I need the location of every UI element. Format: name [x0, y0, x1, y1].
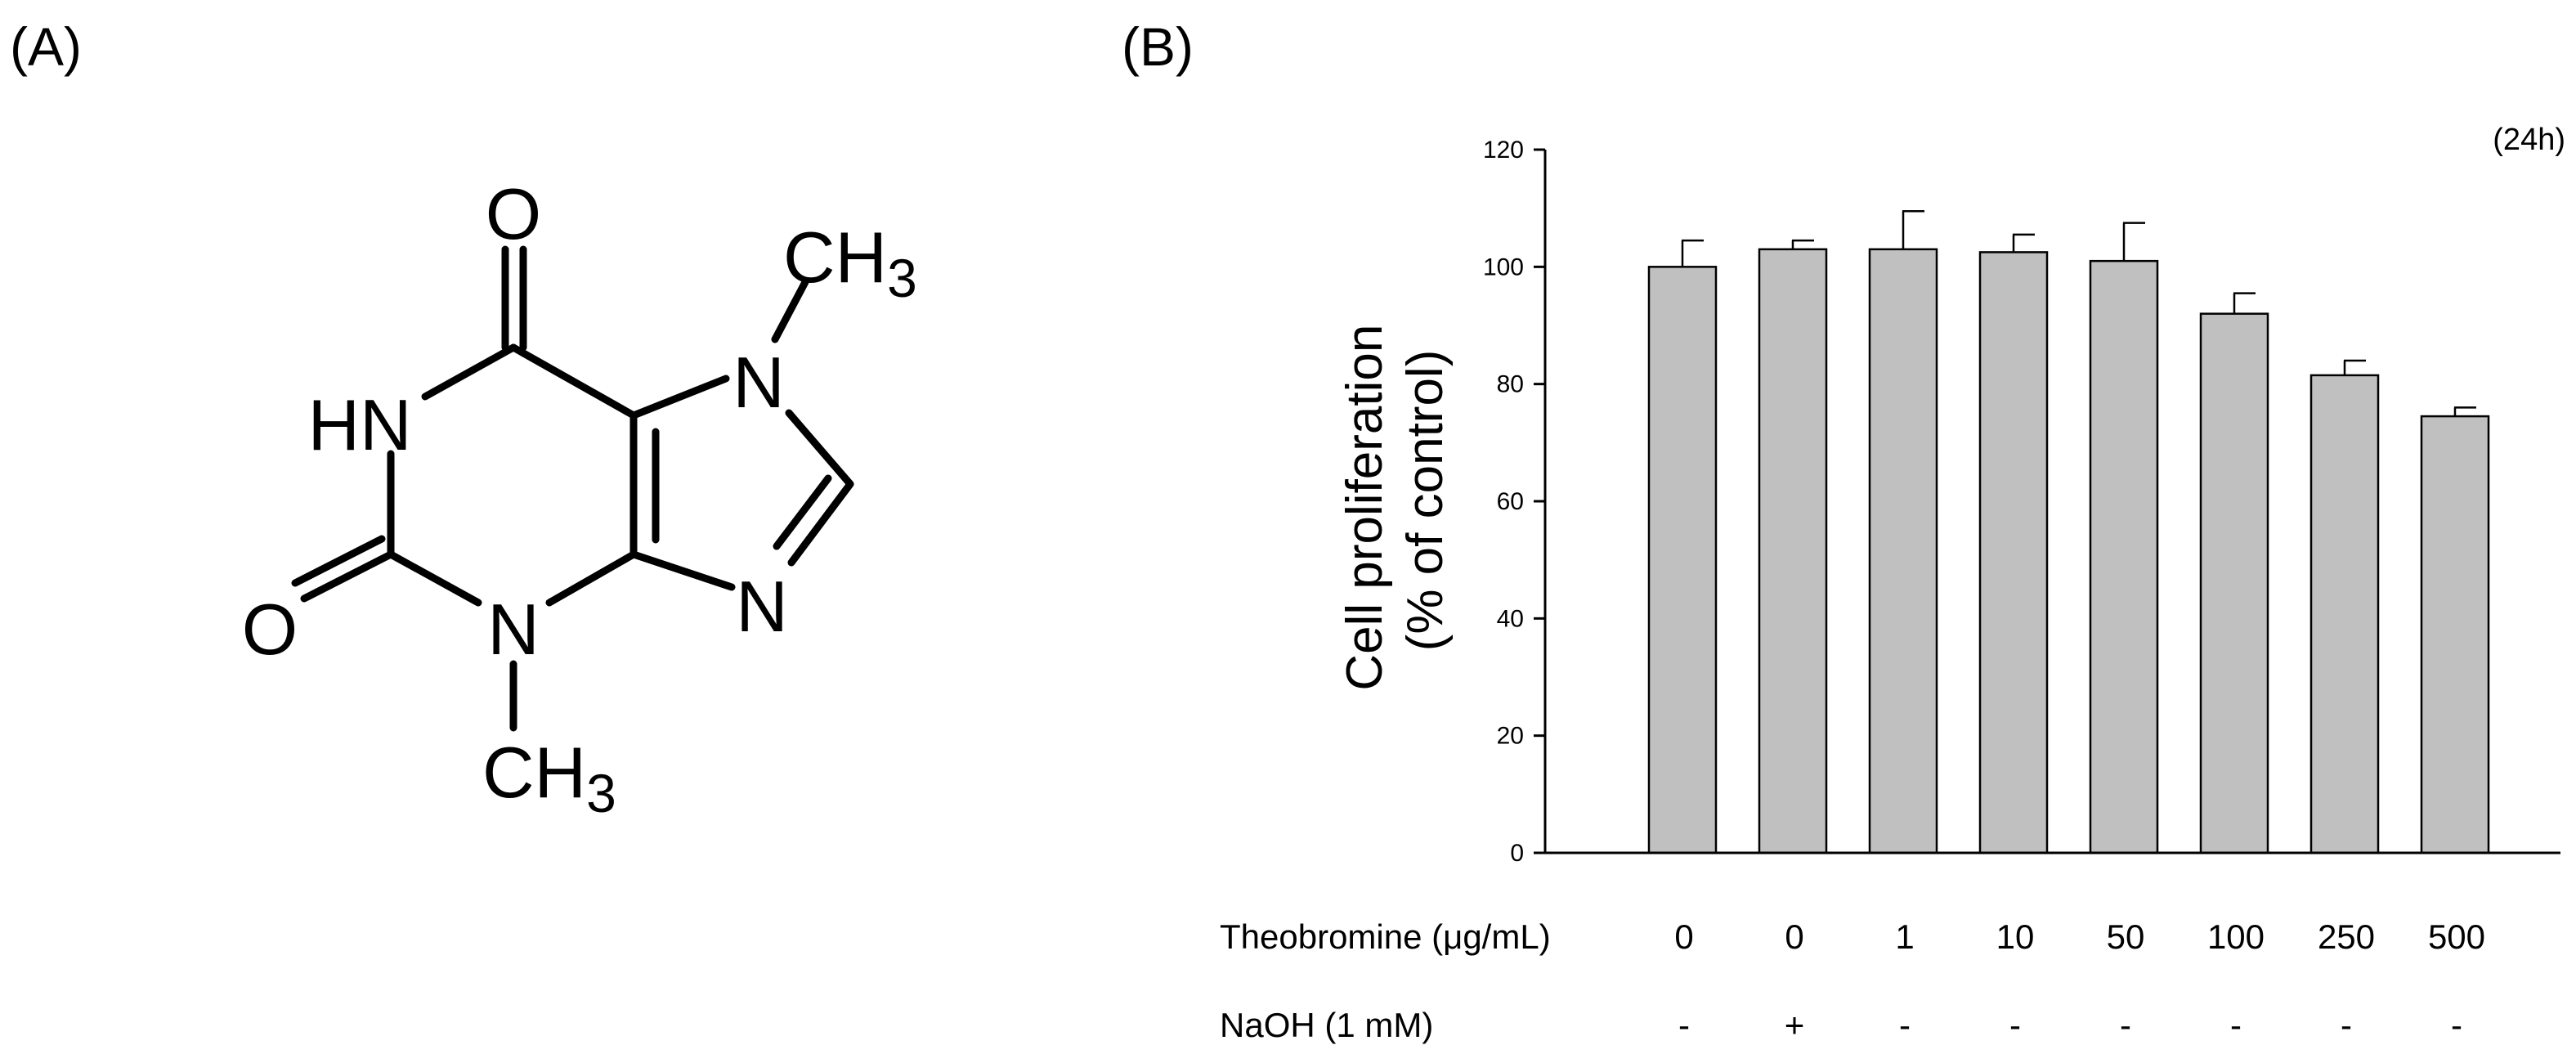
y-axis-label: Cell proliferation (% of control)	[1337, 310, 1454, 690]
bond-c4-n3	[545, 550, 638, 607]
row-1-value-0: -	[1678, 1006, 1690, 1044]
bond-c6-c5	[509, 343, 638, 419]
bar-5	[2199, 312, 2269, 854]
panel-a: (A) O	[10, 16, 917, 823]
bar-7	[2420, 415, 2490, 854]
row-1-value-7: -	[2451, 1006, 2462, 1044]
chart-annotation: (24h)	[2493, 123, 2565, 157]
y-tick-label-3: 60	[1497, 488, 1524, 515]
y-ticks: 0 20 40 60 80 100 120	[1483, 137, 1545, 867]
bond-c5-n7	[629, 375, 730, 419]
panel-b-label: (B)	[1122, 16, 1194, 77]
bond-n3-c2	[387, 550, 482, 607]
bond-c2-o-double	[291, 535, 386, 587]
atom-ch3-top-sub: 3	[887, 248, 917, 308]
bond-n9-c4	[629, 550, 736, 591]
panel-b: (B) (24h) Cell proliferation (% of contr…	[1122, 16, 2565, 1044]
atom-ch3-top-ch: CH	[783, 217, 887, 298]
y-axis-label-line1: Cell proliferation	[1337, 325, 1393, 691]
row-1-value-1: +	[1785, 1006, 1805, 1044]
bar-3	[1978, 251, 2049, 854]
row-1-value-2: -	[1899, 1006, 1911, 1044]
row-1-value-6: -	[2341, 1006, 2352, 1044]
row-1-value-3: -	[2009, 1006, 2021, 1044]
atom-n3: N	[487, 589, 540, 670]
atom-ch3-bottom-ch: CH	[482, 732, 586, 813]
error-bars	[1681, 210, 2476, 417]
bar-4	[2089, 259, 2159, 854]
row-0-value-5: 100	[2207, 917, 2265, 956]
bars	[1647, 248, 2490, 854]
plot-area: 0 20 40 60 80 100 120 Theobromine (μg/mL) 0 0 1 10…	[1220, 137, 2560, 1044]
bar-0	[1647, 266, 1718, 854]
row-0-value-0: 0	[1674, 917, 1693, 956]
row-1-value-5: -	[2230, 1006, 2242, 1044]
y-tick-label-4: 80	[1497, 371, 1524, 398]
row-0-value-3: 10	[1996, 917, 2035, 956]
row-0-value-2: 1	[1895, 917, 1914, 956]
y-axis-label-line2: (% of control)	[1397, 350, 1454, 652]
category-rows: Theobromine (μg/mL) 0 0 1 10 50 100 250 500NaOH …	[1220, 917, 2485, 1044]
bond-n7-ch3	[771, 278, 809, 343]
y-tick-label-1: 20	[1497, 723, 1524, 750]
panel-a-label: (A)	[10, 16, 82, 77]
row-0-value-7: 500	[2428, 917, 2485, 956]
bond-c8-n9	[787, 480, 854, 567]
row-label-0: Theobromine (μg/mL)	[1220, 917, 1551, 956]
bond-n7-c8	[785, 409, 854, 488]
atom-ch3-bottom: CH3	[482, 732, 616, 823]
atom-ch3-top: CH3	[783, 217, 917, 308]
y-tick-label-0: 0	[1510, 840, 1524, 867]
row-1-value-4: -	[2120, 1006, 2131, 1044]
atom-labels: O HN N O N N CH3 CH3	[242, 173, 917, 823]
row-0-value-4: 50	[2107, 917, 2145, 956]
bar-1	[1758, 248, 1828, 854]
atom-ch3-bottom-sub: 3	[586, 763, 616, 823]
y-tick-label-2: 40	[1497, 605, 1524, 632]
y-tick-label-5: 100	[1483, 253, 1524, 280]
bar-2	[1868, 248, 1938, 854]
bond-n1-c6	[421, 343, 517, 401]
row-label-1: NaOH (1 mM)	[1220, 1006, 1433, 1044]
atom-o-left: O	[242, 589, 298, 670]
atom-hn: HN	[307, 384, 411, 465]
bond-c2-o	[300, 550, 395, 603]
row-0-value-1: 0	[1785, 917, 1803, 956]
atom-o-top: O	[486, 173, 541, 254]
bar-6	[2309, 374, 2380, 854]
y-tick-label-6: 120	[1483, 137, 1524, 164]
theobromine-structure	[291, 245, 854, 732]
atom-n9: N	[736, 566, 788, 647]
bond-c8-n9-double	[773, 474, 832, 550]
row-0-value-6: 250	[2318, 917, 2375, 956]
atom-n7: N	[732, 342, 785, 423]
